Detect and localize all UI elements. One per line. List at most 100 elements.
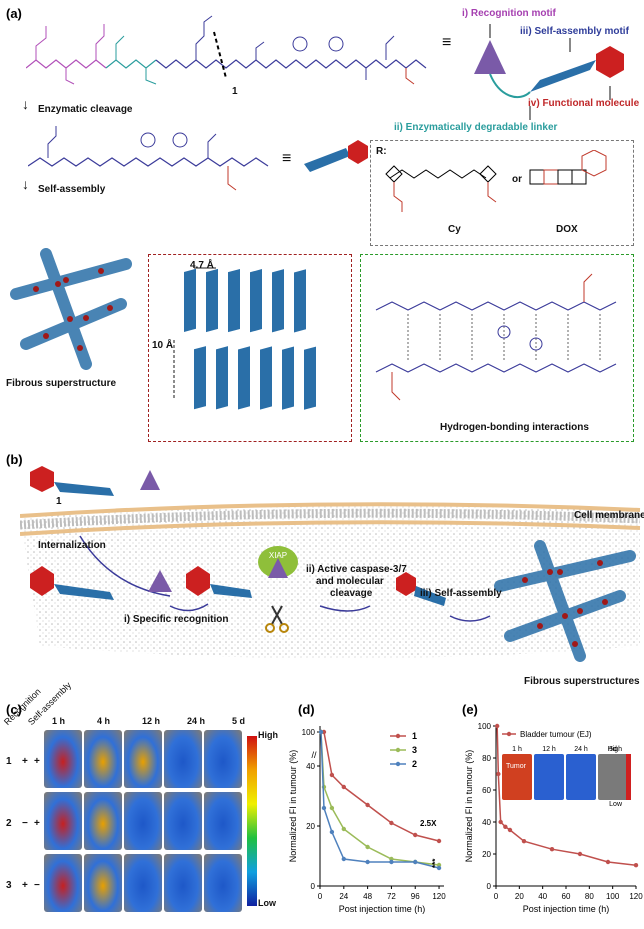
data-point bbox=[503, 824, 508, 829]
fibrous-superstructure-image bbox=[10, 248, 132, 370]
svg-text:XIAP: XIAP bbox=[269, 551, 287, 560]
x-tick-label: 48 bbox=[363, 892, 372, 901]
data-point bbox=[413, 832, 418, 838]
inset-mouse-image bbox=[598, 754, 628, 800]
y-tick-label: 0 bbox=[311, 882, 316, 891]
data-point bbox=[498, 819, 503, 825]
data-point bbox=[365, 802, 370, 808]
mouse-image bbox=[124, 792, 162, 850]
cleavage-label-2: cleavage bbox=[330, 588, 373, 599]
time-label: 4 h bbox=[97, 716, 111, 726]
inset-mouse-image bbox=[502, 754, 532, 800]
inset-scale-bar bbox=[626, 754, 631, 800]
y-tick-label: 0 bbox=[487, 882, 492, 891]
row-recognition-flag: − bbox=[22, 818, 28, 829]
x-tick-label: 120 bbox=[629, 892, 643, 901]
data-point bbox=[436, 865, 442, 871]
inset-low-label: Low bbox=[609, 801, 623, 808]
hbond-label: Hydrogen-bonding interactions bbox=[440, 422, 589, 433]
peptide-1-structure bbox=[26, 15, 427, 85]
fibrous-superstructure-label: Fibrous superstructure bbox=[6, 378, 117, 389]
inset-mouse-image bbox=[566, 754, 596, 800]
r-label: R: bbox=[376, 146, 387, 157]
dox-label: DOX bbox=[556, 224, 578, 235]
mouse-image bbox=[164, 854, 202, 912]
data-point bbox=[365, 859, 370, 865]
data-point bbox=[329, 805, 335, 811]
compound-1-label: 1 bbox=[232, 86, 238, 97]
scale-high-label: High bbox=[258, 730, 278, 740]
mouse-image bbox=[44, 792, 82, 850]
y-axis-label: Normalized FI in tumour (%) bbox=[464, 750, 474, 863]
mouse-image bbox=[164, 792, 202, 850]
cleaved-peptide-structure bbox=[28, 126, 269, 191]
time-label: 24 h bbox=[187, 716, 206, 726]
down-arrow-icon-2: ↓ bbox=[22, 176, 29, 192]
mouse-image bbox=[124, 730, 162, 788]
inset-time-label: 24 h bbox=[574, 746, 588, 753]
data-point bbox=[507, 827, 513, 833]
series-line bbox=[496, 725, 637, 866]
cell-scene: XIAP bbox=[20, 466, 641, 662]
mouse-image bbox=[204, 730, 242, 788]
x-tick-label: 96 bbox=[411, 892, 420, 901]
row-selfassembly-flag: + bbox=[34, 818, 40, 829]
y-tick-label: 40 bbox=[306, 762, 315, 771]
mouse-image bbox=[84, 792, 122, 850]
y-tick-label: 100 bbox=[302, 728, 316, 737]
hbond-structure bbox=[375, 273, 617, 401]
time-label: 5 d bbox=[232, 716, 246, 726]
data-point bbox=[329, 829, 335, 835]
specific-recognition-label: i) Specific recognition bbox=[124, 614, 229, 625]
cleaved-schematic bbox=[304, 140, 368, 172]
data-point bbox=[321, 805, 327, 811]
molecule-schematic bbox=[474, 24, 624, 120]
row-selfassembly-flag: + bbox=[34, 756, 40, 767]
x-tick-label: 72 bbox=[387, 892, 396, 901]
y-tick-label: 80 bbox=[482, 754, 491, 763]
self-assembly-label-b: iii) Self-assembly bbox=[420, 588, 502, 599]
x-tick-label: 24 bbox=[339, 892, 348, 901]
y-axis-label: Normalized FI in tumour (%) bbox=[288, 750, 298, 863]
row-recognition-flag: + bbox=[22, 756, 28, 767]
enzymatic-cleavage-label: Enzymatic cleavage bbox=[38, 104, 133, 115]
inset-time-label: 1 h bbox=[512, 746, 522, 753]
legend-marker bbox=[506, 731, 512, 737]
equiv-symbol: ≡ bbox=[442, 34, 452, 51]
data-point bbox=[494, 723, 500, 729]
panel-e-label: (e) bbox=[462, 702, 478, 717]
y-tick-label: 20 bbox=[306, 822, 315, 831]
row-selfassembly-flag: − bbox=[34, 880, 40, 891]
mouse-image bbox=[204, 792, 242, 850]
or-label: or bbox=[512, 174, 522, 185]
data-point bbox=[329, 772, 335, 778]
intensity-scale-bar bbox=[247, 736, 257, 906]
legend-marker bbox=[395, 747, 401, 753]
mouse-image bbox=[164, 730, 202, 788]
data-point bbox=[365, 844, 370, 850]
inset-tumor-label: Tumor bbox=[506, 763, 527, 770]
mouse-image bbox=[44, 730, 82, 788]
inset-high-label: High bbox=[608, 746, 623, 753]
data-point bbox=[341, 856, 347, 862]
data-point bbox=[413, 859, 418, 865]
functional-molecule-label: iv) Functional molecule bbox=[528, 98, 640, 109]
x-axis-label: Post injection time (h) bbox=[339, 904, 426, 914]
fibrous-superstructures-label: Fibrous superstructures bbox=[524, 676, 640, 687]
cy-label: Cy bbox=[448, 224, 461, 235]
cleavage-label: and molecular bbox=[316, 576, 384, 587]
x-tick-label: 0 bbox=[318, 892, 323, 901]
x-tick-label: 120 bbox=[432, 892, 446, 901]
time-label: 12 h bbox=[142, 716, 161, 726]
x-tick-label: 80 bbox=[585, 892, 594, 901]
x-tick-label: 20 bbox=[515, 892, 524, 901]
x-tick-label: 60 bbox=[562, 892, 571, 901]
y-tick-label: 100 bbox=[478, 722, 492, 731]
mouse-image bbox=[204, 854, 242, 912]
mouse-image bbox=[44, 854, 82, 912]
data-point bbox=[577, 851, 583, 857]
legend-marker bbox=[395, 733, 401, 739]
series-line bbox=[320, 731, 440, 869]
